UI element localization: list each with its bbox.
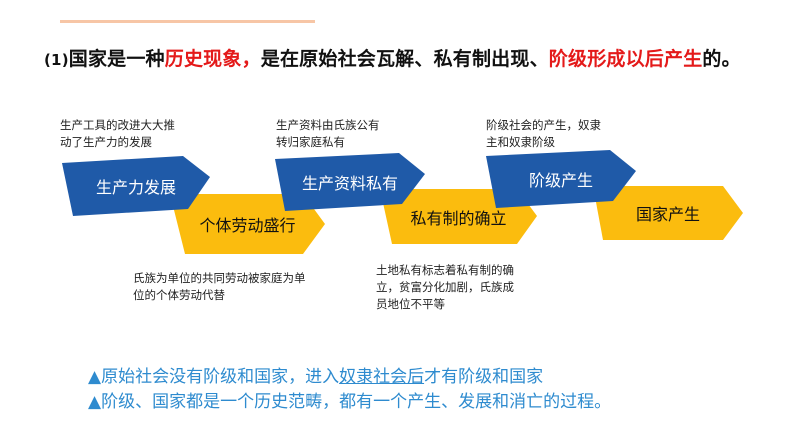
arrow-shape	[486, 150, 636, 208]
note-line: 生产工具的改进大大推	[60, 118, 175, 132]
decorative-top-line	[60, 20, 315, 23]
arrow-label: 生产力发展	[95, 178, 176, 197]
arrow-label: 阶级产生	[528, 171, 593, 190]
title-number: (1)	[44, 51, 69, 69]
title-part-3: 是在原始社会瓦解、私有制出现、	[260, 48, 549, 70]
note-means-of-production: 生产资料由氏族公有 转归家庭私有	[276, 117, 380, 151]
title-part-1: 国家是一种	[68, 48, 165, 70]
title-highlight-class: 阶级形成以后产生	[548, 48, 703, 70]
summary-line-1: ▲原始社会没有阶级和国家，进入奴隶社会后才有阶级和国家	[88, 362, 543, 387]
note-line: 主和奴隶阶级	[486, 135, 555, 149]
note-line: 动了生产力的发展	[60, 135, 152, 149]
summary-text: ▲原始社会没有阶级和国家，进入	[88, 367, 340, 387]
arrow-class-emerges: 阶级产生	[486, 150, 636, 208]
arrow-label: 国家产生	[635, 205, 700, 224]
summary-text: 才有阶级和国家	[424, 367, 544, 387]
arrow-means-of-production-private: 生产资料私有	[275, 153, 425, 211]
summary-line-2: ▲阶级、国家都是一个历史范畴，都有一个产生、发展和消亡的过程。	[88, 387, 611, 412]
arrow-label: 私有制的确立	[410, 208, 507, 228]
arrow-productivity-development: 生产力发展	[62, 156, 210, 216]
summary-text: ▲阶级、国家都是一个历史范畴，都有一个产生、发展和消亡的过程。	[88, 392, 612, 412]
note-line: 氏族为单位的共同劳动被家庭为单	[133, 271, 306, 285]
page-title: (1)国家是一种历史现象，是在原始社会瓦解、私有制出现、阶级形成以后产生的。	[44, 44, 741, 71]
arrow-state-emerges: 国家产生	[593, 186, 743, 240]
note-line: 员地位不平等	[376, 297, 445, 311]
note-line: 阶级社会的产生，奴隶	[486, 118, 601, 132]
arrow-label: 生产资料私有	[301, 174, 398, 193]
note-line: 转归家庭私有	[276, 135, 345, 149]
arrow-shape	[275, 153, 425, 211]
arrow-label: 个体劳动盛行	[199, 216, 296, 235]
note-line: 位的个体劳动代替	[133, 288, 225, 302]
title-part-5: 的。	[702, 48, 741, 70]
arrow-shape	[62, 156, 210, 216]
summary-underlined-slave-society: 奴隶社会后	[339, 367, 425, 387]
arrow-shape	[593, 186, 743, 240]
note-line: 土地私有标志着私有制的确	[376, 263, 514, 277]
note-individual-labor: 氏族为单位的共同劳动被家庭为单 位的个体劳动代替	[133, 270, 306, 304]
note-line: 生产资料由氏族公有	[276, 118, 380, 132]
note-class-society: 阶级社会的产生，奴隶 主和奴隶阶级	[486, 117, 601, 151]
title-highlight-historical: 历史现象，	[164, 48, 261, 70]
note-private-ownership: 土地私有标志着私有制的确 立，贫富分化加剧，氏族成 员地位不平等	[376, 262, 514, 313]
note-line: 立，贫富分化加剧，氏族成	[376, 280, 514, 294]
note-productivity: 生产工具的改进大大推 动了生产力的发展	[60, 117, 175, 151]
